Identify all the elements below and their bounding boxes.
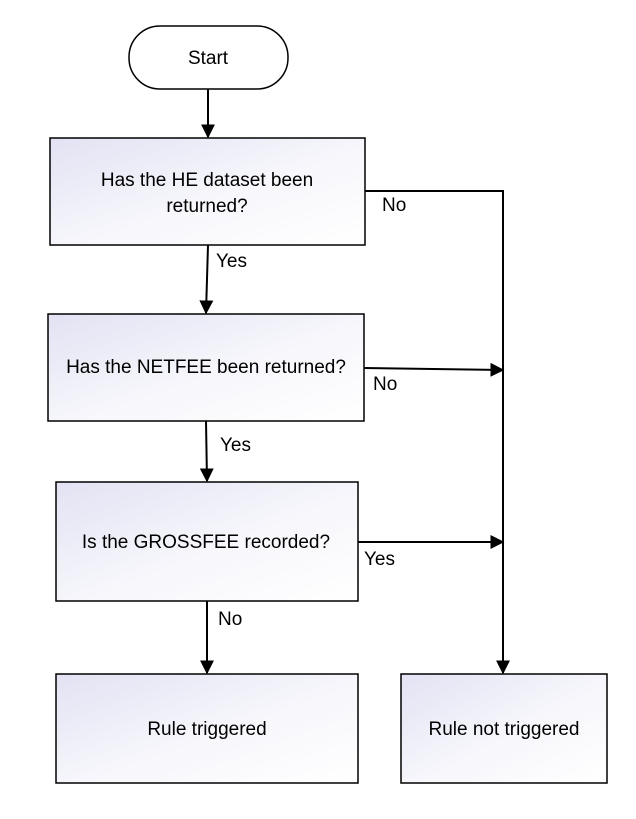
start-node: Start	[128, 25, 289, 90]
outcome-rule-not-triggered-label: Rule not triggered	[428, 719, 579, 740]
decision-he-dataset: Has the HE dataset been returned?	[49, 137, 366, 246]
decision-grossfee: Is the GROSSFEE recorded?	[55, 481, 359, 602]
start-label: Start	[188, 48, 229, 69]
edge-label-he-no: No	[382, 195, 406, 216]
arrow-netfee-no-to-trunk	[363, 362, 505, 377]
edge-label-netfee-yes: Yes	[220, 435, 251, 456]
edge-label-he-yes: Yes	[216, 251, 247, 272]
decision-he-dataset-line1: Has the HE dataset been	[101, 170, 313, 191]
decision-netfee: Has the NETFEE been returned?	[47, 313, 365, 422]
edge-label-netfee-no: No	[373, 374, 397, 395]
outcome-rule-triggered: Rule triggered	[55, 673, 359, 784]
edge-label-grossfee-yes: Yes	[364, 549, 395, 570]
outcome-rule-not-triggered: Rule not triggered	[400, 673, 608, 784]
arrow-he-to-netfee	[199, 244, 214, 315]
decision-netfee-label: Has the NETFEE been returned?	[66, 357, 346, 378]
arrow-he-no-to-not-triggered	[365, 190, 510, 675]
decision-grossfee-label: Is the GROSSFEE recorded?	[82, 532, 330, 553]
decision-he-dataset-line2: returned?	[166, 196, 247, 217]
edge-label-grossfee-no: No	[218, 609, 242, 630]
arrow-netfee-to-grossfee	[199, 420, 214, 483]
outcome-rule-triggered-label: Rule triggered	[147, 719, 266, 740]
